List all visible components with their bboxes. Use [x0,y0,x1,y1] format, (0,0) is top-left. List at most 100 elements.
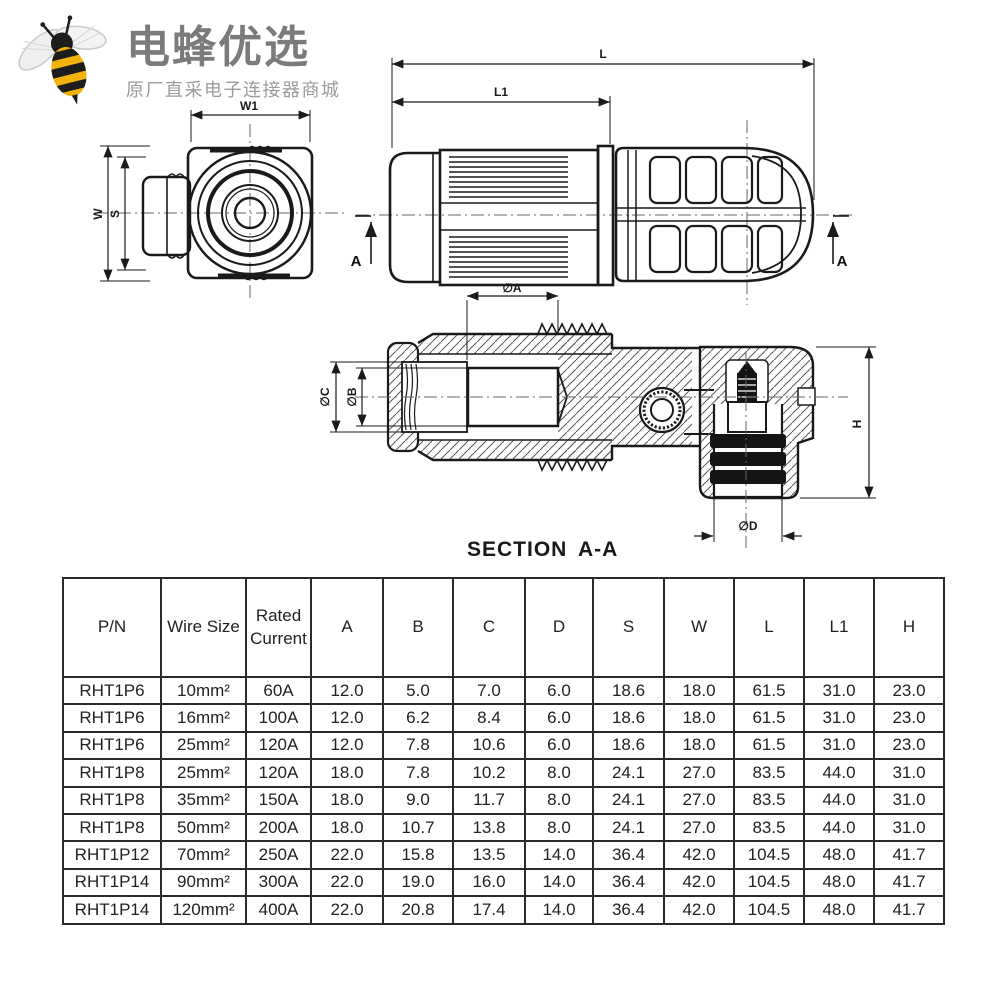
table-cell: 120A [245,730,312,761]
table-cell: RHT1P14 [62,867,162,898]
table-cell: 16.0 [452,867,526,898]
table-cell: 200A [245,812,312,843]
table-cell: RHT1P6 [62,703,162,733]
table-cell: 31.0 [803,730,875,761]
table-cell: 5.0 [382,675,454,706]
table-cell: 23.0 [873,730,945,761]
table-cell: 11.7 [452,785,526,815]
table-cell: 18.0 [663,675,735,706]
table-cell: 27.0 [663,812,735,843]
column-header: A [310,577,384,678]
table-cell: 14.0 [524,840,594,870]
table-cell: 83.5 [733,785,805,815]
table-cell: 6.0 [524,675,594,706]
table-cell: 48.0 [803,840,875,870]
dim-label-l: L [599,47,606,61]
table-cell: 150A [245,785,312,815]
column-header: W [663,577,735,678]
side-view [355,58,852,305]
table-cell: 120mm² [160,895,247,925]
dim-label-dia-a: ∅A [502,281,521,295]
column-header: P/N [62,577,162,678]
table-cell: 36.4 [592,895,665,925]
technical-drawing: W1 W S [91,47,876,561]
table-cell: 104.5 [733,895,805,925]
table-cell: 14.0 [524,895,594,925]
table-cell: 42.0 [663,867,735,898]
table-cell: 12.0 [310,730,384,761]
table-cell: 7.8 [382,758,454,788]
table-cell: 44.0 [803,785,875,815]
table-cell: 15.8 [382,840,454,870]
column-header: H [873,577,945,678]
column-header: Wire Size [160,577,247,678]
dim-label-s: S [108,210,122,218]
table-cell: 83.5 [733,812,805,843]
table-cell: 8.4 [452,703,526,733]
bee-logo-icon [18,15,107,105]
table-cell: 42.0 [663,840,735,870]
table-cell: 18.6 [592,703,665,733]
table-cell: 90mm² [160,867,247,898]
column-header: D [524,577,594,678]
table-cell: 120A [245,758,312,788]
table-cell: 44.0 [803,758,875,788]
table-cell: 20.8 [382,895,454,925]
section-ref: A-A [578,538,618,561]
table-cell: 31.0 [803,703,875,733]
table-cell: 18.0 [310,812,384,843]
table-cell: 18.6 [592,730,665,761]
table-cell: 6.0 [524,730,594,761]
table-cell: 24.1 [592,785,665,815]
table-cell: 18.0 [310,758,384,788]
dim-label-w1: W1 [240,99,258,113]
table-cell: 31.0 [803,675,875,706]
table-cell: 25mm² [160,730,247,761]
table-cell: 48.0 [803,895,875,925]
brand-title: 电蜂优选 [126,23,310,72]
table-cell: 24.1 [592,812,665,843]
table-cell: 50mm² [160,812,247,843]
column-header: B [382,577,454,678]
table-cell: 10.6 [452,730,526,761]
table-cell: 31.0 [873,812,945,843]
table-cell: 61.5 [733,675,805,706]
table-cell: 18.0 [310,785,384,815]
table-cell: 16mm² [160,703,247,733]
table-cell: 27.0 [663,758,735,788]
dim-label-l1: L1 [494,85,508,99]
table-cell: 22.0 [310,867,384,898]
dim-label-w: W [91,208,105,220]
table-cell: 42.0 [663,895,735,925]
table-cell: 7.8 [382,730,454,761]
table-cell: 13.5 [452,840,526,870]
table-cell: 23.0 [873,703,945,733]
table-cell: 23.0 [873,675,945,706]
table-cell: 14.0 [524,867,594,898]
table-cell: RHT1P14 [62,895,162,925]
table-cell: 48.0 [803,867,875,898]
table-cell: 18.0 [663,703,735,733]
table-cell: 8.0 [524,758,594,788]
table-cell: 31.0 [873,758,945,788]
table-cell: 24.1 [592,758,665,788]
table-cell: RHT1P6 [62,675,162,706]
cut-label-a-left: A [351,253,362,270]
table-cell: 6.0 [524,703,594,733]
table-cell: 250A [245,840,312,870]
dim-label-dia-c: ∅C [318,387,332,406]
table-cell: 36.4 [592,840,665,870]
table-cell: 19.0 [382,867,454,898]
table-cell: 60A [245,675,312,706]
table-cell: 104.5 [733,867,805,898]
table-cell: 61.5 [733,703,805,733]
table-cell: 8.0 [524,785,594,815]
